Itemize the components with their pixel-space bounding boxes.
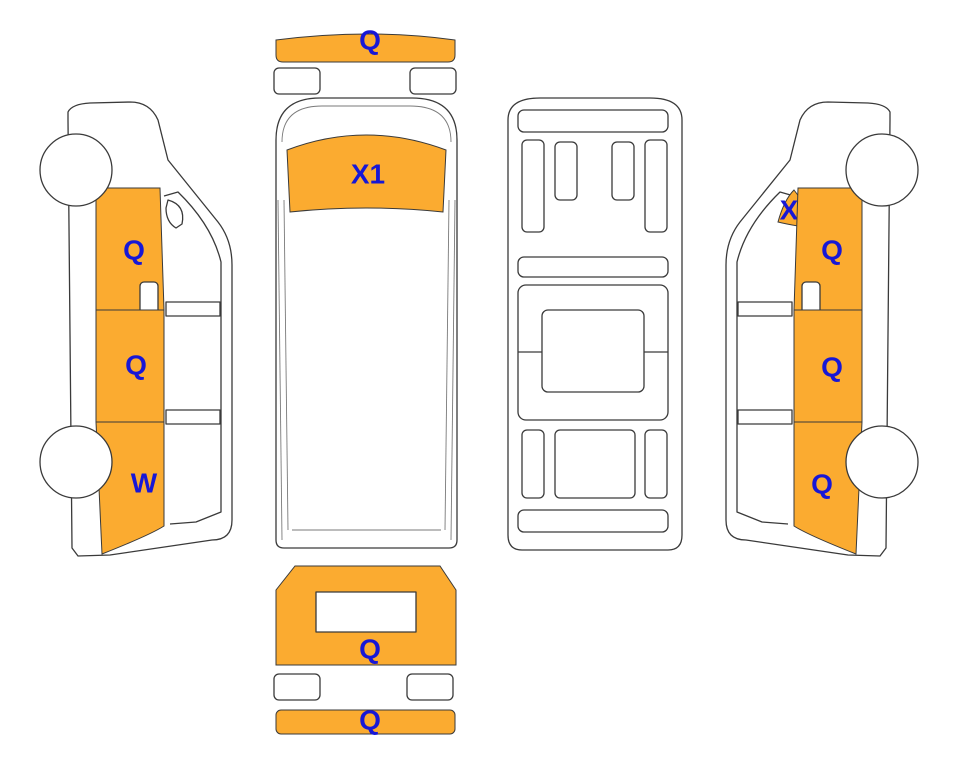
left-front-wheel[interactable] xyxy=(39,133,113,207)
top-left-side-line xyxy=(283,199,289,531)
underbody-rear-center xyxy=(554,429,636,499)
right-taillight[interactable] xyxy=(406,673,454,701)
left-rear-panel-code: W xyxy=(131,467,158,498)
underbody-front-right-rail xyxy=(644,139,668,233)
front-view: Q xyxy=(273,24,457,95)
right-front-door-code: Q xyxy=(821,234,843,265)
left-mirror xyxy=(165,199,184,229)
right-window-frame xyxy=(736,191,795,525)
left-taillight[interactable] xyxy=(273,673,321,701)
right-rear-panel-code: Q xyxy=(811,468,833,499)
hood-windshield-code: X1 xyxy=(351,158,385,189)
underbody-rear-left-rail xyxy=(521,429,545,499)
underbody-rear-crossmember xyxy=(517,509,669,533)
left-front-door-code: Q xyxy=(123,234,145,265)
left-window-bar-lower xyxy=(165,409,221,425)
right-front-window-code: X xyxy=(780,194,799,225)
front-bumper-code: Q xyxy=(359,24,381,55)
rear-view: Q Q xyxy=(273,565,457,735)
top-left-edge-line xyxy=(277,199,283,541)
right-headlight[interactable] xyxy=(409,67,457,95)
rear-bumper-code: Q xyxy=(359,704,381,735)
top-body-outline xyxy=(275,97,458,549)
underbody-front-crossmember xyxy=(517,109,669,133)
right-middle-panel-code: Q xyxy=(821,351,843,382)
underbody-rear-right-rail xyxy=(644,429,668,499)
left-middle-panel-code: Q xyxy=(125,349,147,380)
rear-bumper-zone[interactable] xyxy=(275,709,456,735)
underbody-mid-crossmember xyxy=(517,256,669,278)
rear-window[interactable] xyxy=(315,591,417,633)
right-rear-wheel[interactable] xyxy=(845,425,919,499)
underbody-front-right-inner xyxy=(611,141,635,201)
hood-windshield-zone[interactable] xyxy=(286,134,447,213)
top-inner-outline xyxy=(281,105,452,143)
left-headlight[interactable] xyxy=(273,67,321,95)
underbody-view xyxy=(507,97,683,551)
underbody-front-left-inner xyxy=(554,141,578,201)
front-bumper-zone[interactable] xyxy=(275,33,456,63)
left-side-view: Q Q W xyxy=(39,101,233,557)
right-front-window-zone[interactable] xyxy=(777,189,801,227)
right-rear-panel-zone[interactable] xyxy=(793,421,863,555)
underbody-front-left-rail xyxy=(521,139,545,233)
top-view: X1 xyxy=(275,97,458,549)
right-front-wheel[interactable] xyxy=(845,133,919,207)
top-right-side-line xyxy=(444,199,450,531)
top-right-edge-line xyxy=(450,199,456,541)
left-window-frame xyxy=(163,191,222,525)
underbody-tank xyxy=(541,309,645,393)
right-side-view: X Q Q Q xyxy=(725,101,919,557)
left-rear-panel-zone[interactable] xyxy=(95,421,165,555)
left-window-bar-upper xyxy=(165,301,221,317)
right-window-bar-upper xyxy=(737,301,793,317)
right-window-bar-lower xyxy=(737,409,793,425)
left-rear-wheel[interactable] xyxy=(39,425,113,499)
rear-door-code: Q xyxy=(359,633,381,664)
